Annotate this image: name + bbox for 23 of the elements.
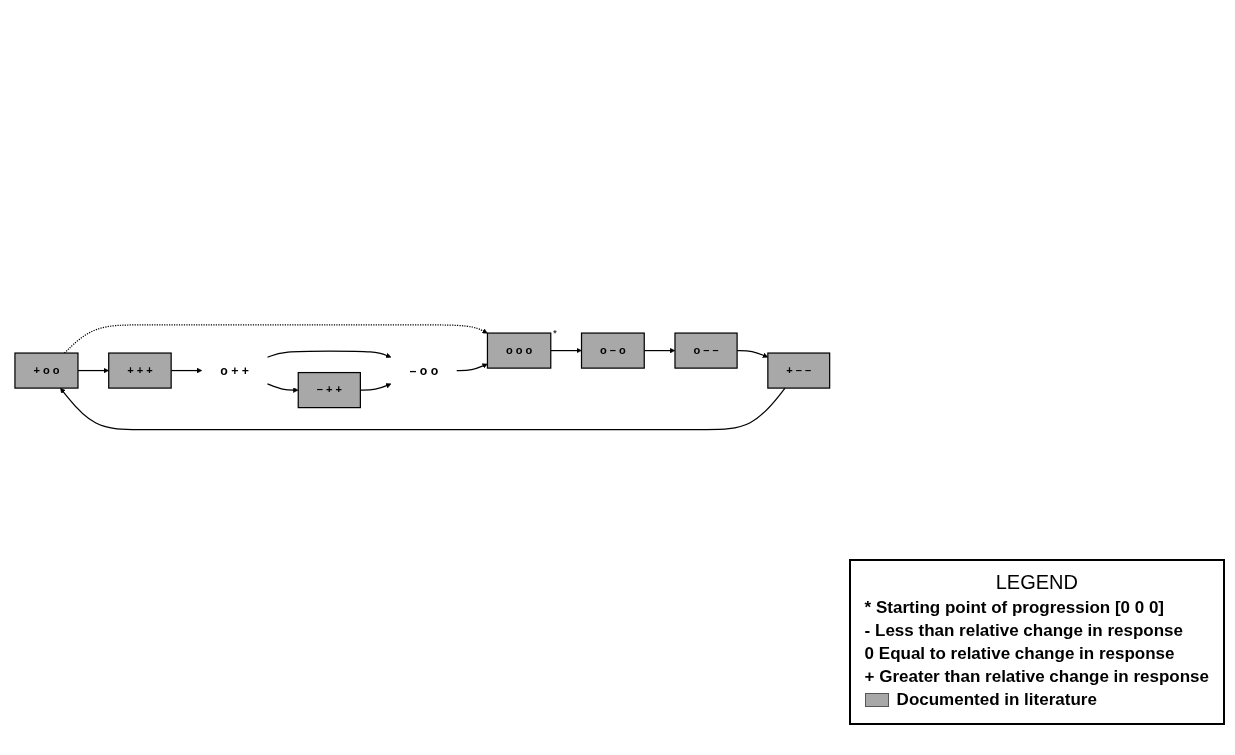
legend-text: 0 Equal to relative change in response: [864, 644, 1175, 664]
arrow: [266, 383, 299, 394]
legend-text: * Starting point of progression [0 0 0]: [864, 598, 1165, 618]
node-text: – o o: [409, 364, 439, 378]
node-box: o o o: [486, 332, 552, 369]
node-box: – + +: [297, 372, 361, 409]
legend-text: - Less than relative change in response: [864, 621, 1183, 641]
arrow: [63, 324, 488, 354]
node-box: + – –: [767, 352, 831, 389]
node-box: o – –: [674, 332, 738, 369]
node-text: o + +: [220, 364, 250, 378]
node-box: + + +: [108, 352, 172, 389]
node-box: + o o: [14, 352, 79, 389]
node-box: o – o: [580, 332, 645, 369]
arrow: [266, 350, 392, 359]
arrow: [550, 348, 582, 354]
arrow: [77, 368, 109, 374]
legend-text: + Greater than relative change in response: [864, 667, 1209, 687]
legend-text: Documented in literature: [896, 690, 1097, 710]
node-note: *: [553, 327, 557, 338]
arrow: [456, 363, 488, 372]
legend-title: LEGEND: [994, 571, 1079, 594]
arrow: [60, 387, 786, 431]
